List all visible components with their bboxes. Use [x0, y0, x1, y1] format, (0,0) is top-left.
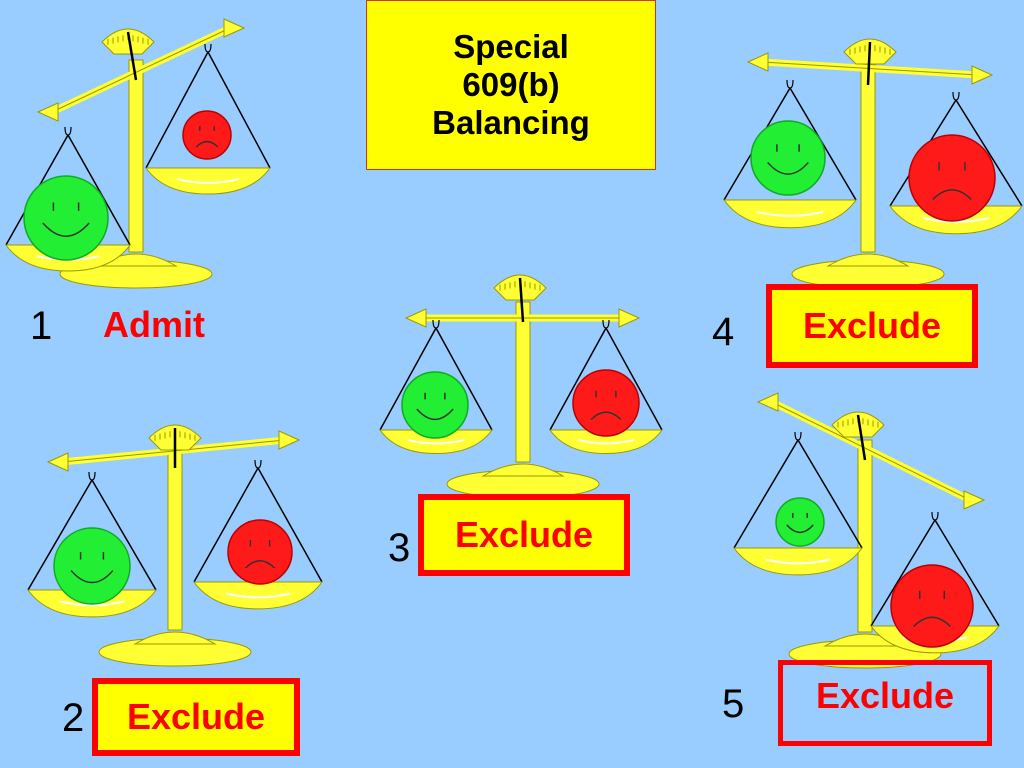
title-line-1: Special — [453, 28, 569, 65]
frowning-face-icon — [572, 369, 640, 437]
scale-2-balance-scale-icon — [27, 424, 323, 667]
scenario-4-number: 4 — [712, 310, 735, 354]
scale-3-balance-scale-icon — [379, 274, 663, 499]
smiley-face-icon — [401, 371, 469, 439]
scale-1-right-pan — [145, 43, 271, 195]
scenario-2-verdict: Exclude — [92, 678, 300, 756]
smiley-face-icon — [750, 120, 826, 196]
scale-5-left-pan — [733, 431, 863, 576]
smiley-face-icon — [23, 175, 109, 261]
title-line-2: 609(b) — [462, 66, 560, 103]
scenario-1-number: 1 — [30, 304, 53, 348]
scenario-3-number: 3 — [388, 526, 411, 570]
title-line-3: Balancing — [432, 104, 590, 141]
scenario-5-verdict: Exclude — [778, 660, 992, 746]
scenario-2-number: 2 — [62, 696, 85, 740]
scale-3-left-pan — [379, 319, 493, 455]
frowning-face-icon — [908, 134, 996, 222]
scale-5-balance-scale-icon — [733, 392, 1000, 669]
title: Special 609(b) Balancing — [432, 28, 590, 142]
frowning-face-icon — [182, 110, 232, 160]
scale-2-right-pan — [193, 459, 323, 610]
title-box: Special 609(b) Balancing — [366, 0, 656, 170]
frowning-face-icon — [890, 564, 974, 648]
scale-4-balance-scale-icon — [723, 38, 1023, 289]
scale-3-right-pan — [549, 319, 663, 455]
smiley-face-icon — [775, 497, 825, 547]
frowning-face-icon — [227, 519, 293, 585]
scenario-3-verdict: Exclude — [418, 494, 630, 576]
smiley-face-icon — [53, 527, 131, 605]
scenario-5-number: 5 — [722, 682, 745, 726]
scale-1-balance-scale-icon — [5, 18, 271, 289]
scenario-4-verdict: Exclude — [766, 284, 978, 368]
scenario-1-verdict: Admit — [103, 304, 205, 345]
